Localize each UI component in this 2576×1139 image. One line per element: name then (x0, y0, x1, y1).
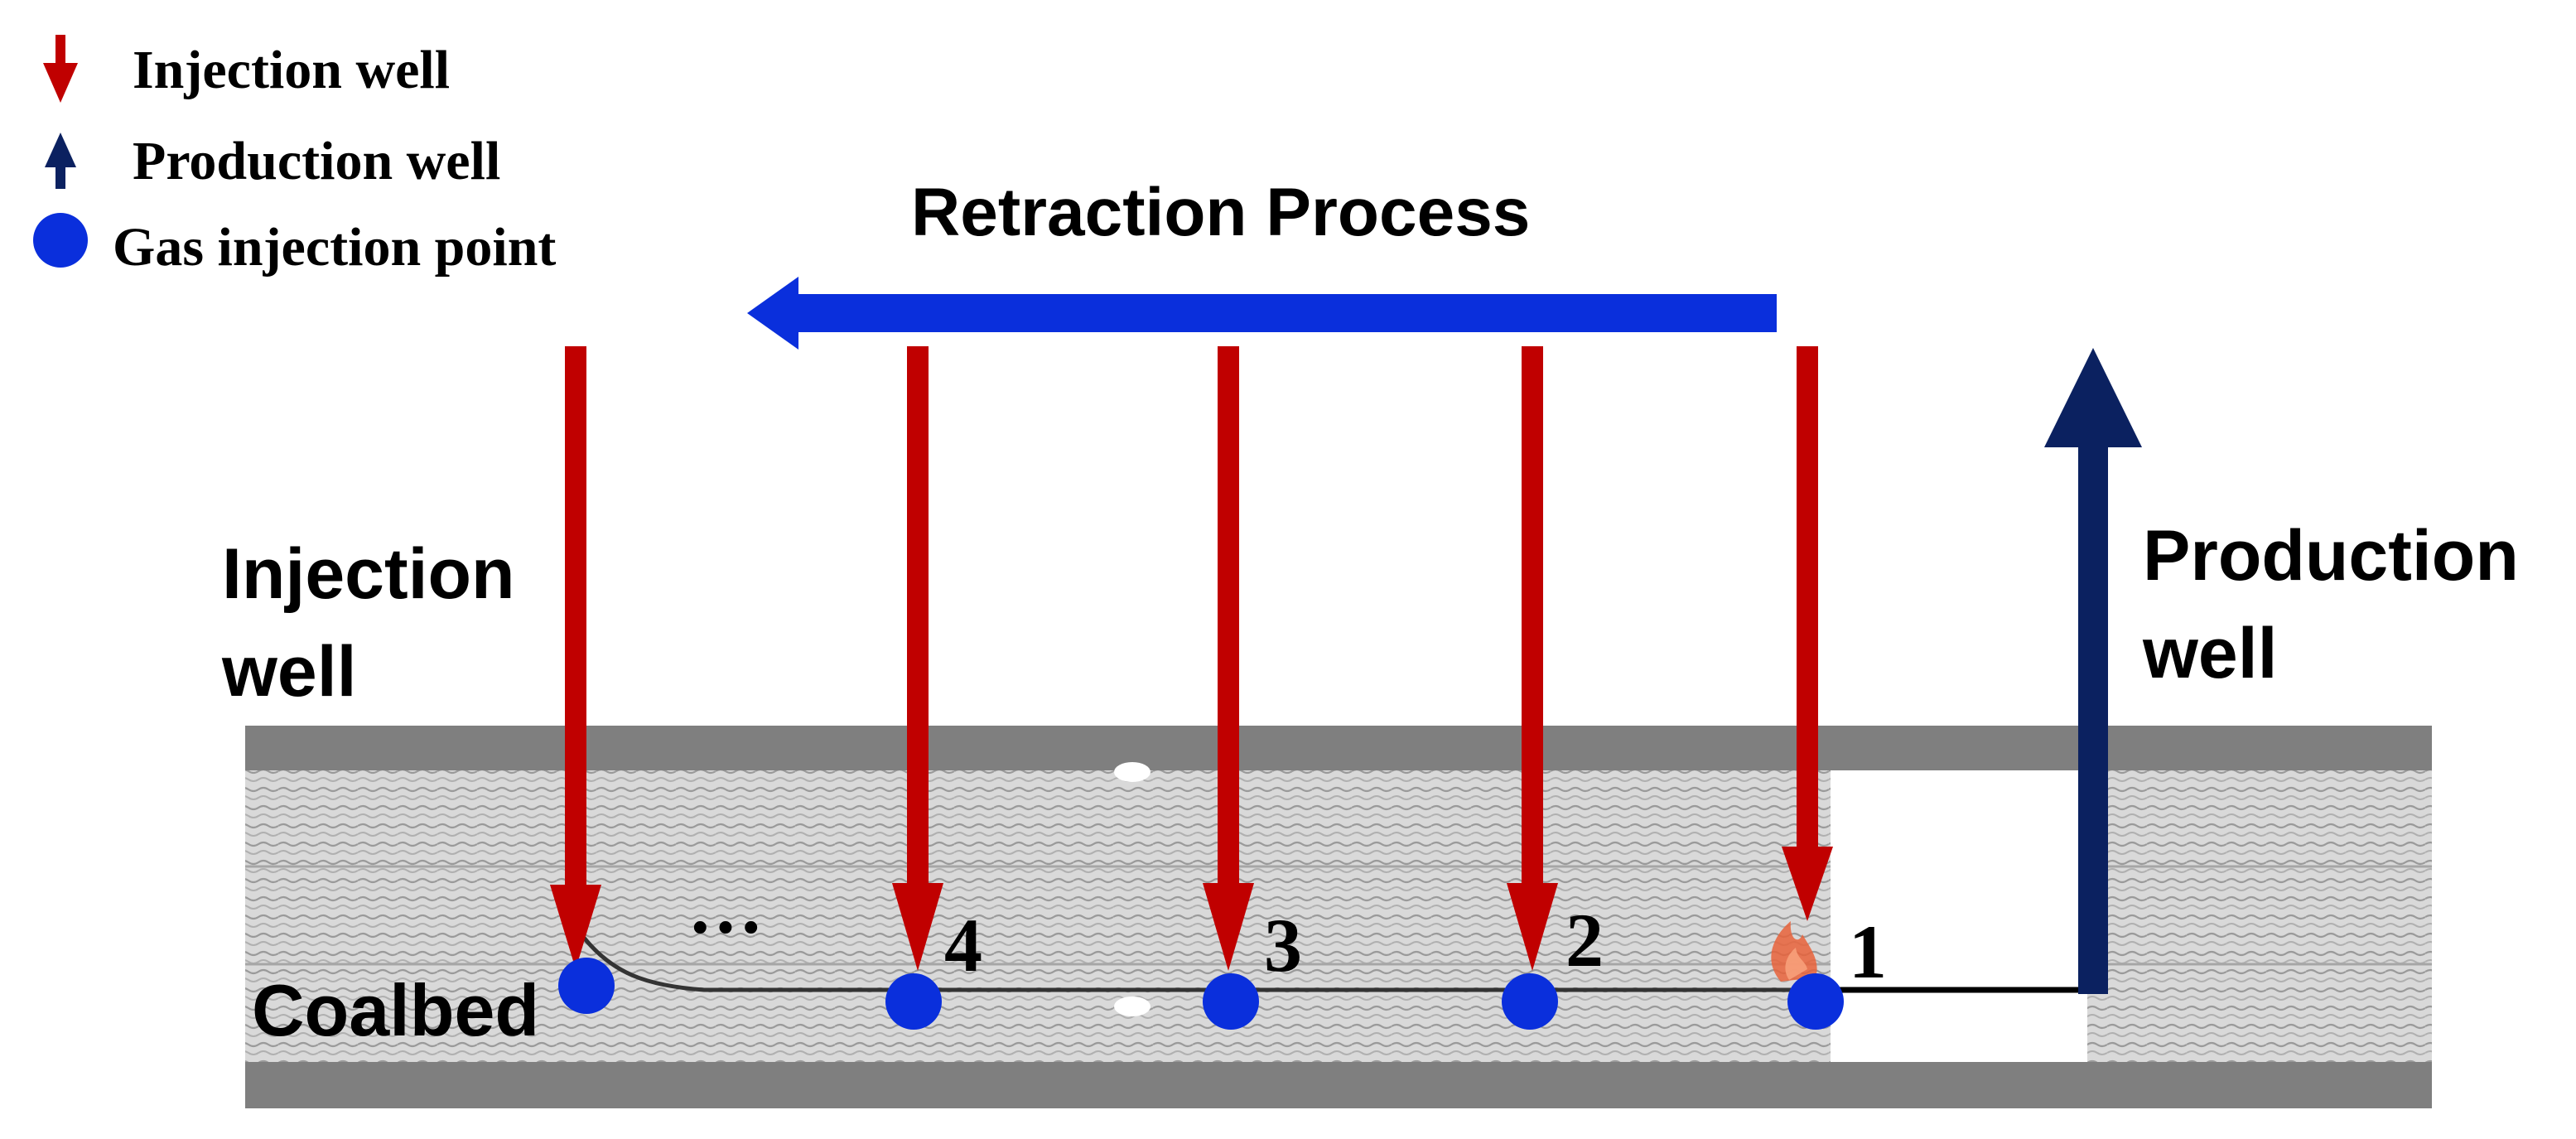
gas-injection-point (885, 973, 942, 1030)
gasification-channel (582, 936, 2093, 993)
production-well-label-line2: well (2142, 614, 2278, 693)
injection-wells (550, 346, 1833, 971)
legend-label: Gas injection point (113, 217, 556, 278)
gasification-cavity (1831, 770, 2087, 1062)
injection-well-arrow (1203, 346, 1254, 971)
red-down-arrow-icon (43, 35, 78, 103)
gas-injection-points (558, 958, 1844, 1030)
upper-rock-layer (245, 726, 2432, 770)
annotations: Injection well Production well Coalbed (221, 516, 2519, 1051)
point-label-2: 2 (1565, 898, 1604, 982)
injection-well-label-line2: well (221, 632, 357, 712)
blue-dot-icon (33, 213, 88, 268)
retraction-process-title: Retraction Process (911, 175, 1530, 250)
legend-item-injection-well: Injection well (43, 35, 450, 103)
production-well-arrow (2044, 348, 2142, 994)
injection-well-arrow (1782, 346, 1833, 921)
retraction-process: Retraction Process (747, 175, 1777, 350)
coalbed-label: Coalbed (252, 969, 539, 1051)
legend-label: Injection well (133, 40, 450, 100)
gas-injection-point (558, 958, 615, 1014)
strata (245, 726, 2432, 1108)
legend-item-production-well: Production well (45, 131, 500, 191)
legend-item-gas-injection-point: Gas injection point (33, 213, 556, 278)
gas-injection-point (1203, 973, 1259, 1030)
flame-icon (1771, 921, 1817, 982)
injection-well-label-line1: Injection (222, 534, 515, 614)
small-void (1114, 997, 1151, 1016)
point-label-3: 3 (1264, 903, 1302, 987)
point-label-4: 4 (944, 903, 982, 987)
point-label-1: 1 (1849, 910, 1887, 994)
production-well-label-line1: Production (2143, 516, 2519, 596)
legend-label: Production well (133, 131, 500, 191)
gas-injection-point (1787, 973, 1844, 1030)
gas-injection-point (1502, 973, 1558, 1030)
lower-rock-layer (245, 1062, 2432, 1108)
injection-point-labels: 4 3 2 1 ··· (687, 885, 1887, 994)
injection-well-arrow (1507, 346, 1558, 971)
injection-well-arrow (550, 346, 601, 969)
channel-curve (582, 936, 1822, 992)
left-arrow-icon (747, 277, 1777, 350)
injection-well-arrow (892, 346, 943, 971)
ellipsis-label: ··· (687, 885, 764, 969)
legend: Injection well Production well Gas injec… (33, 35, 556, 278)
navy-up-arrow-icon (45, 133, 76, 189)
small-void (1114, 762, 1151, 782)
